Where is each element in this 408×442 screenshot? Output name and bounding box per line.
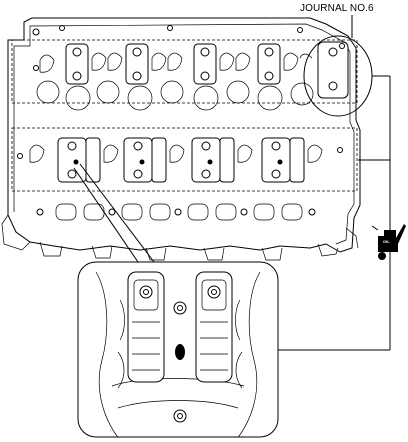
journal-no6-label: JOURNAL NO.6 bbox=[300, 3, 374, 14]
upper-camshaft-dashed-box bbox=[11, 39, 358, 104]
oil-can-icon: OIL bbox=[371, 224, 406, 260]
inset-detail bbox=[77, 261, 279, 438]
upper-camshaft-row bbox=[32, 25, 349, 111]
magnifier-leader bbox=[73, 163, 155, 263]
lower-camshaft-dashed-box bbox=[11, 127, 358, 192]
oil-hole-marker bbox=[175, 344, 185, 360]
oil-label: OIL bbox=[383, 239, 390, 244]
lower-camshaft-row bbox=[17, 137, 343, 221]
